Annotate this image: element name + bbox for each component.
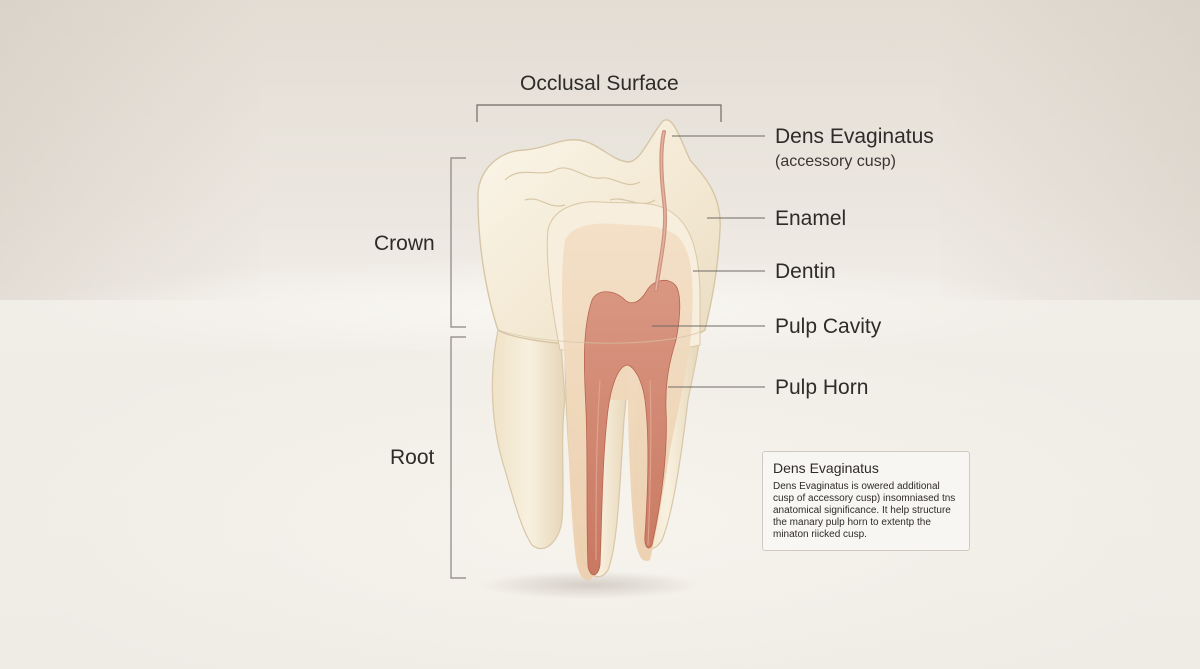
info-box: Dens Evaginatus Dens Evaginatus is owere…	[762, 451, 970, 551]
occlusal-ridges	[504, 167, 656, 207]
root-left	[491, 329, 566, 550]
label-pulp-cavity: Pulp Cavity	[775, 315, 882, 338]
cej-line	[497, 329, 706, 344]
info-box-title: Dens Evaginatus	[773, 460, 879, 476]
label-dentin: Dentin	[775, 260, 836, 283]
label-accessory-cusp: (accessory cusp)	[775, 153, 896, 170]
label-dens-evaginatus: Dens Evaginatus	[775, 125, 934, 148]
info-box-body: Dens Evaginatus is owered additional cus…	[773, 481, 956, 540]
root-canal-lines	[595, 379, 652, 561]
label-enamel: Enamel	[775, 207, 847, 230]
root-bracket	[450, 336, 466, 579]
label-root: Root	[390, 446, 435, 469]
label-occlusal-surface: Occlusal Surface	[520, 72, 679, 95]
tooth-shadow	[480, 571, 700, 599]
section-dentin	[562, 223, 693, 581]
crown-bracket	[450, 157, 466, 328]
occlusal-bracket	[476, 104, 722, 122]
label-pulp-horn: Pulp Horn	[775, 376, 869, 399]
pulp-cavity	[583, 279, 681, 576]
label-crown: Crown	[374, 232, 435, 255]
